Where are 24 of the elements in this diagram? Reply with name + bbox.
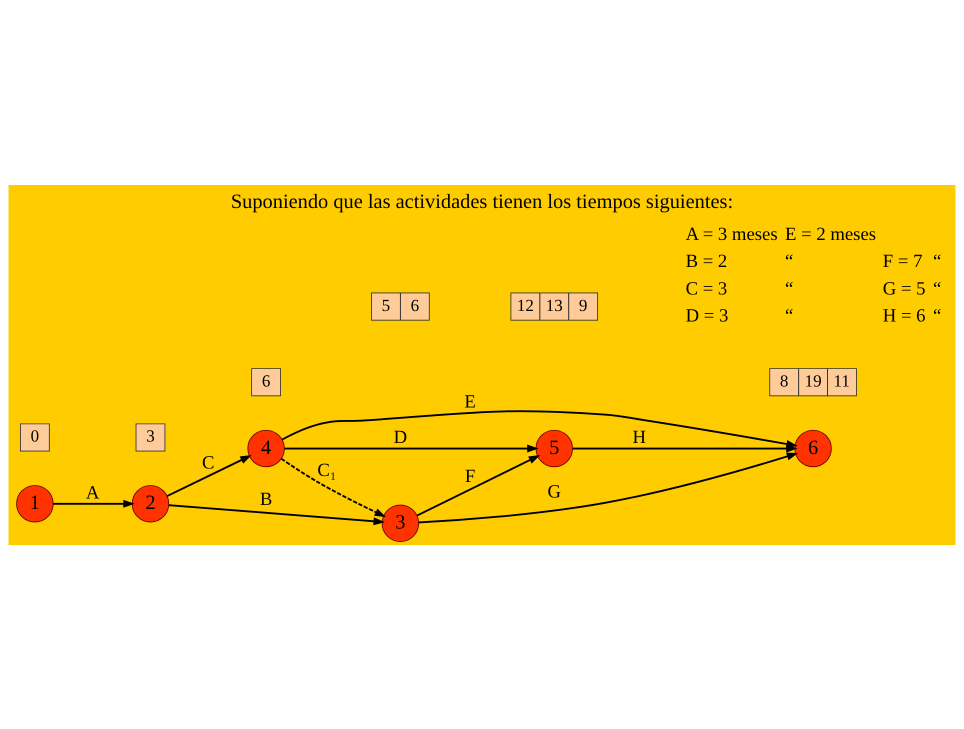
edge-label: B	[260, 488, 272, 510]
edge-label: A	[86, 482, 100, 503]
label: “	[785, 278, 794, 299]
label: “	[932, 305, 942, 326]
edge-label: C₁	[317, 460, 336, 481]
label: A = 3 meses	[686, 223, 778, 244]
edge-label: H	[632, 426, 646, 448]
label: B = 2	[686, 250, 728, 272]
label: E = 2 meses	[785, 223, 876, 244]
label: “	[932, 278, 942, 299]
label: C = 3	[686, 278, 728, 299]
label: H = 6	[882, 305, 926, 326]
edge-label: C	[202, 452, 215, 474]
edge-label: G	[548, 480, 562, 502]
label: F = 7	[882, 250, 922, 272]
label: D = 3	[686, 305, 728, 326]
edge-label: D	[394, 426, 408, 448]
label: “	[932, 250, 942, 272]
diagram-title: Suponiendo que las actividades tienen los tiempos siguientes:	[230, 190, 734, 213]
edge-label: E	[464, 390, 476, 412]
label: “	[785, 250, 794, 272]
edge-label: F	[464, 466, 476, 487]
label: “	[785, 305, 794, 326]
label: G = 5	[882, 278, 926, 299]
